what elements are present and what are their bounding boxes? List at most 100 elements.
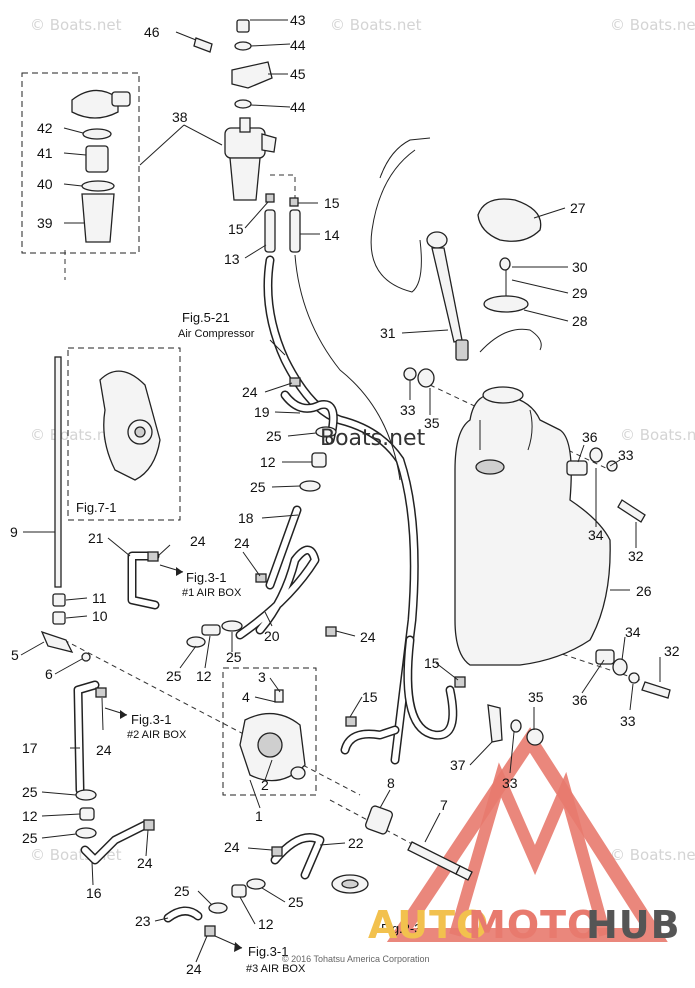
fuel-filter-assembly — [193, 19, 277, 201]
callout-40: 40 — [37, 176, 53, 192]
callout-24: 24 — [242, 384, 258, 400]
callout-24: 24 — [137, 855, 153, 871]
ref-fig-3-1-a: Fig.3-1 — [186, 570, 226, 585]
callout-2: 2 — [261, 777, 269, 793]
ref-fig-3-1-c-sub: #3 AIR BOX — [246, 963, 306, 975]
callout-6: 6 — [45, 666, 53, 682]
callout-25: 25 — [174, 883, 190, 899]
fuel-line-connector — [331, 805, 473, 894]
callout-24: 24 — [186, 961, 202, 977]
callout-16: 16 — [86, 885, 102, 901]
callout-15: 15 — [424, 655, 440, 671]
callout-35: 35 — [424, 415, 440, 431]
callout-21: 21 — [88, 530, 104, 546]
callout-13: 13 — [224, 251, 240, 267]
callout-38: 38 — [172, 109, 188, 125]
callout-33: 33 — [620, 713, 636, 729]
callout-10: 10 — [92, 608, 108, 624]
callout-34: 34 — [625, 624, 641, 640]
ref-fig-3-1-b-sub: #2 AIR BOX — [127, 729, 187, 741]
callout-12: 12 — [258, 916, 274, 932]
callout-22: 22 — [348, 835, 364, 851]
callout-25: 25 — [166, 668, 182, 684]
brand-moto: MOTO — [468, 903, 600, 947]
watermark-text: © Boats.net — [610, 846, 695, 864]
callout-26: 26 — [636, 583, 652, 599]
hose-fittings — [75, 377, 466, 937]
callout-25: 25 — [226, 649, 242, 665]
callout-46: 46 — [144, 24, 160, 40]
watermark-text: © Boats.net — [30, 16, 122, 34]
callout-8: 8 — [387, 775, 395, 791]
filter-hoses — [264, 193, 301, 253]
callout-32: 32 — [664, 643, 680, 659]
callout-33: 33 — [400, 402, 416, 418]
copyright-notice: © 2016 Tohatsu America Corporation — [282, 954, 430, 964]
watermark-text: © Boats.net — [610, 16, 695, 34]
callout-36: 36 — [582, 429, 598, 445]
ref-fig-3-1-a-sub: #1 AIR BOX — [182, 587, 242, 599]
callout-labels: 43 44 46 45 44 38 42 41 40 39 15 15 13 1… — [10, 12, 680, 977]
callout-44: 44 — [290, 37, 306, 53]
linkage-end — [40, 630, 74, 653]
alignment-line — [63, 639, 361, 796]
reference-arrows — [104, 339, 286, 952]
sender-wire — [379, 137, 431, 179]
callout-29: 29 — [572, 285, 588, 301]
callout-12: 12 — [260, 454, 276, 470]
callout-24: 24 — [360, 629, 376, 645]
brand-auto: AUTO — [368, 903, 489, 947]
figure-references: Fig.5-21 Air Compressor Fig.7-1 Fig.3-1 … — [76, 310, 421, 975]
callout-25: 25 — [22, 784, 38, 800]
callout-24: 24 — [96, 742, 112, 758]
callout-14: 14 — [324, 227, 340, 243]
fuel-cap — [477, 198, 542, 313]
ref-fig-2-3: Fig.2-3 — [381, 921, 421, 936]
fuel-sender — [426, 231, 469, 361]
brand-hub: HUB — [586, 903, 681, 947]
callout-11: 11 — [92, 590, 107, 606]
callout-3: 3 — [258, 669, 266, 685]
filter-kit-frame — [21, 72, 140, 254]
engine-bracket — [99, 370, 161, 481]
ref-fig-5-21: Fig.5-21 — [182, 310, 230, 325]
callout-7: 7 — [440, 797, 448, 813]
callout-1: 1 — [255, 808, 263, 824]
fuel-tank — [454, 386, 611, 666]
callout-24: 24 — [234, 535, 250, 551]
callout-31: 31 — [380, 325, 396, 341]
sender-wire — [370, 149, 422, 293]
ref-fig-7-1: Fig.7-1 — [76, 500, 116, 515]
sender-wire — [479, 328, 542, 353]
callout-39: 39 — [37, 215, 53, 231]
callout-9: 9 — [10, 524, 18, 540]
fuel-pump — [239, 689, 306, 782]
callout-12: 12 — [22, 808, 38, 824]
ref-fig-3-1-c: Fig.3-1 — [248, 944, 288, 959]
callout-20: 20 — [264, 628, 280, 644]
callout-44: 44 — [290, 99, 306, 115]
callout-45: 45 — [290, 66, 306, 82]
callout-41: 41 — [37, 145, 53, 161]
filter-kit-parts — [71, 89, 131, 243]
callout-36: 36 — [572, 692, 588, 708]
watermark-text: © Boats.net — [30, 426, 122, 444]
bracket-frame — [67, 347, 181, 521]
callout-5: 5 — [11, 647, 19, 663]
watermark-text: © Boats.net — [330, 16, 422, 34]
callout-35: 35 — [528, 689, 544, 705]
callout-25: 25 — [288, 894, 304, 910]
callout-12: 12 — [196, 668, 212, 684]
callout-4: 4 — [242, 689, 250, 705]
callout-27: 27 — [570, 200, 586, 216]
callout-18: 18 — [238, 510, 254, 526]
leader-lines — [20, 19, 661, 963]
callout-37: 37 — [450, 757, 466, 773]
callout-32: 32 — [628, 548, 644, 564]
callout-15: 15 — [324, 195, 340, 211]
callout-23: 23 — [135, 913, 151, 929]
callout-25: 25 — [266, 428, 282, 444]
callout-33: 33 — [618, 447, 634, 463]
ref-fig-5-21-sub: Air Compressor — [178, 328, 255, 340]
